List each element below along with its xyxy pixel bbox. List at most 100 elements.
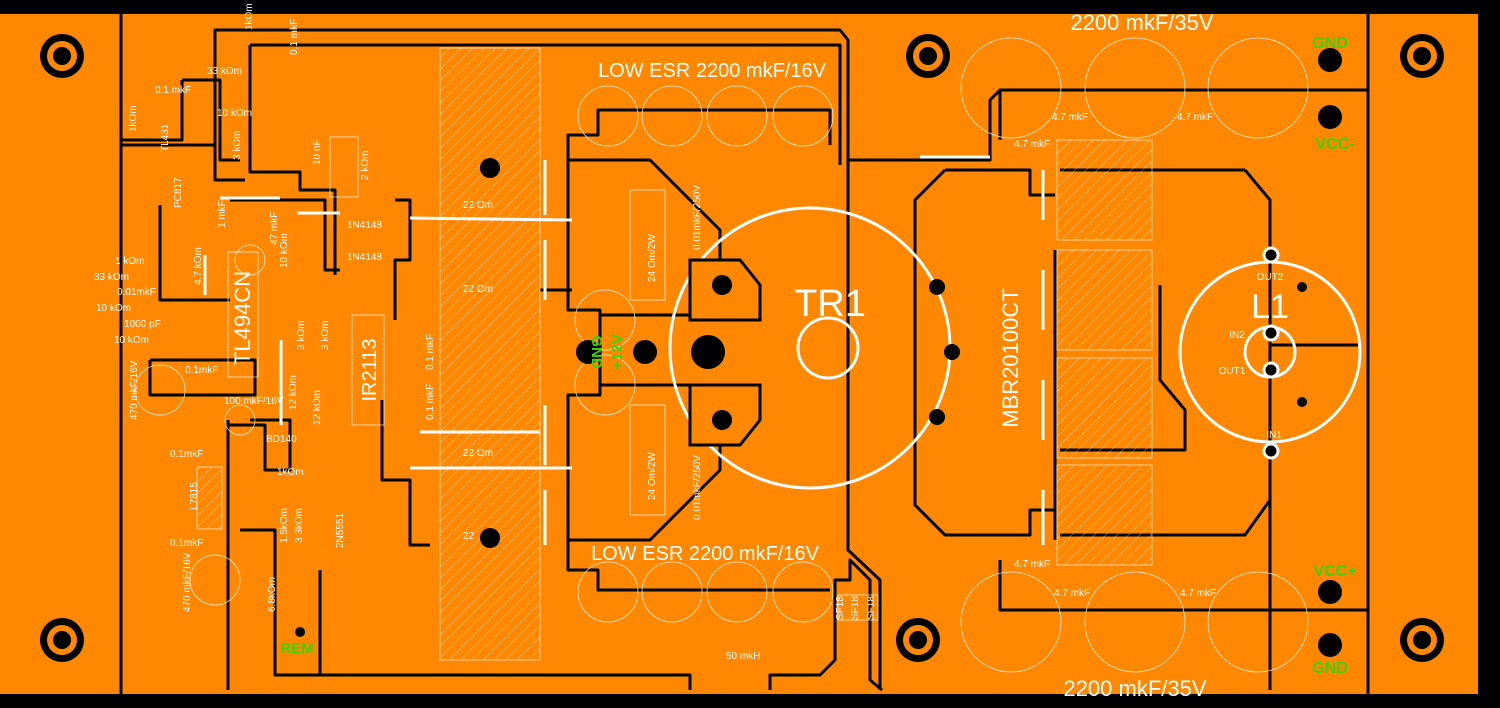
label-r-22-a: 22 Om [463,200,493,211]
inductor-pin-out1: OUT1 [1219,366,1246,377]
label-c-0.1-e: 0.1mkF [170,449,203,460]
label-c-4u7-b: 4.7 mkF [1177,112,1213,123]
label-c-470u-b: 470 mkF/16V [182,552,193,612]
label-r-22-b: 22 Om [463,284,493,295]
label-d-sf18-b: SF18 [850,596,861,620]
label-c-snubber-a: 0.01mkF/250V [692,185,703,250]
label-r-1k-b: 1 kOm [115,256,144,267]
label-r-10k-b: 10 kOm [279,233,290,268]
transformer-pads [480,158,960,548]
label-c-4u7-e: 4.7 mkF [1054,588,1090,599]
label-c-1000p: 1000 pF [124,319,161,330]
capacitors-16v-bottom [577,561,834,623]
terminal-gnd-bottom: GND [1312,660,1348,677]
label-c-0.1-d: 0.1 mkF [425,334,436,370]
label-r-12k-b: 12 kOm [312,390,323,425]
label-q-bd140: BD140 [266,434,297,445]
component-labels: 1kOm 0.1 mkF 33 kOm 0.1 mkF 10 kOm 1kOm … [94,3,1216,662]
label-c-snubber-b: 0.01mkF/250V [692,455,703,520]
heatsink-zone-right-3 [1056,357,1153,459]
input-12v-label: +12V [609,334,626,369]
label-r-24-b: 24 Om/2W [647,452,658,500]
input-capacitors [134,244,636,606]
capacitors-35v-bottom [960,571,1309,673]
heatsink-zone-right-4 [1056,464,1153,566]
label-r-3k3: 3.3kOm [294,508,305,543]
label-r-3k-b: 3 kOm [296,321,307,350]
label-c-470u-a: 470 mkF/16V [129,360,140,420]
label-r-24-a: 24 Om/2W [647,234,658,282]
label-c-100u: 100 mkF/16V [224,396,284,407]
terminal-vcc-plus: VCC+ [1313,563,1356,580]
mounting-hole-mid-top [906,34,950,78]
mounting-hole-bottom-right [1400,618,1444,662]
label-r-4k7: 4.7 kOm [193,247,204,285]
mounting-hole-top-left [40,34,84,78]
inductor-pads [1262,246,1307,460]
mounting-hole-bottom-left [40,618,84,662]
label-r-1k: 1kOm [128,105,139,132]
label-l-50u: 50 mkH [726,651,760,662]
label-r-33k-b: 33 kOm [94,272,129,283]
caps-top-35v-label: 2200 mkF/35V [1070,10,1213,35]
jumper-wires [203,155,1045,545]
caps-bottom-35v-label: 2200 mkF/35V [1063,676,1206,701]
capacitors-16v-top [577,85,834,147]
mounting-hole-mid-bottom [896,618,940,662]
inductor-pin-out2: OUT2 [1257,272,1284,283]
label-r-22-c: 22 Om [463,448,493,459]
inductor-pin-in2: IN2 [1229,330,1245,341]
caps-top-16v-label: LOW ESR 2200 mkF/16V [598,60,827,82]
label-r-22-d: 22 [463,531,475,542]
label-u-l7815: L7815 [189,482,200,510]
label-c-0.1-top: 0.1 mkF [289,19,300,55]
label-d-sf18-c: SF18 [866,596,877,620]
label-c-1u: 1 mkF [217,200,228,228]
label-tl431: TL431 [160,123,171,152]
transformer-label: TR1 [794,283,866,325]
label-r-1k-c: 1kOm [277,467,304,478]
label-r-1k-top: 1kOm [244,3,255,30]
label-pc817: PC817 [173,177,184,208]
label-r-10k-d: 10 kOm [114,335,149,346]
label-r-1k5: 1.5kOm [279,508,290,543]
label-r-10k: 10 kOm [217,108,252,119]
pwm-ic-label: TL494CN [230,271,255,365]
output-terminal-holes [295,48,1342,657]
label-r-12k-a: 12 kOm [288,375,299,410]
capacitors-35v-top [960,37,1309,139]
label-c-4u7-d: 4.7 mkF [1014,559,1050,570]
label-d-1n4148-a: 1N4148 [347,220,382,231]
mounting-hole-top-right [1400,34,1444,78]
rectifier-label: MBR20100CT [998,288,1023,427]
transformer-core [796,316,860,380]
label-c-0.1-f: 0.1mkF [170,538,203,549]
inductor-label: L1 [1251,288,1289,326]
label-c-47u: 47 mkF [269,212,280,245]
label-c-4u7-a: 4.7 mkF [1052,112,1088,123]
label-c-0.1-b: 0.1mkF [185,365,218,376]
label-r-6k8: 6.8kOm [267,577,278,612]
inductor-pin-in1: IN1 [1266,430,1282,441]
caps-bottom-16v-label: LOW ESR 2200 mkF/16V [591,543,820,565]
driver-ic-label: IR2113 [359,338,381,401]
pcb-board [0,14,1478,694]
input-gnd-label: GND [588,335,605,369]
label-c-0.1: 0.1 mkF [155,85,191,96]
label-r-3k: 3 kOm [232,131,243,160]
terminal-vcc-minus: VCC- [1315,136,1354,153]
remote-label: REM [280,640,313,657]
label-r-10k-c: 10 kOm [96,303,131,314]
label-r-33k: 33 kOm [207,66,242,77]
label-c-10n: 10 nF [312,139,323,165]
label-d-1n4148-b: 1N4148 [347,252,382,263]
label-q-2n5551: 2N5551 [335,513,346,548]
heatsink-zone-right-2 [1056,249,1153,351]
label-r-3k-c: 3 kOm [320,321,331,350]
label-c-4u7-c: 4.7 mkF [1014,139,1050,150]
terminal-gnd-top: GND [1312,35,1348,52]
label-c-4u7-f: 4.7 mkF [1180,588,1216,599]
l7815-heatsink [196,466,223,530]
heatsink-zone-right-1 [1056,139,1153,241]
